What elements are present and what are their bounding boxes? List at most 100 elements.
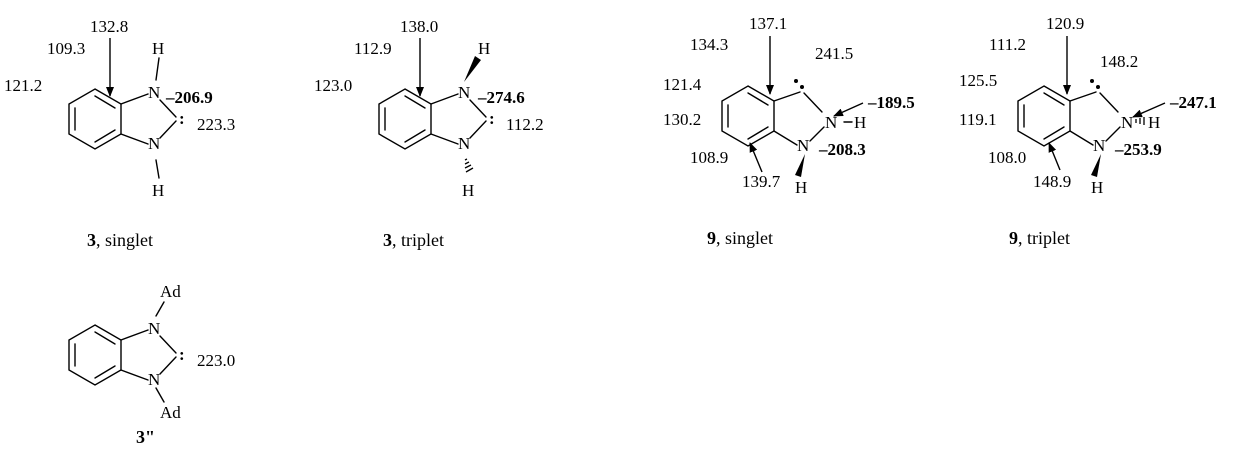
shift-arrow-n2 — [833, 102, 864, 117]
shift-c-top: 132.8 — [90, 17, 128, 36]
molecule-3-triplet: N N H H : 138.0 112.9 123.0 –274.6 112.2… — [314, 17, 544, 250]
shift-n: –274.6 — [477, 88, 525, 107]
carbene-dot — [1096, 85, 1100, 89]
shift-c-top: 120.9 — [1046, 14, 1084, 33]
shift-c-bottom: 108.0 — [988, 148, 1026, 167]
caption-9-singlet: 9, singlet — [707, 228, 773, 248]
n1-c2-bond — [159, 99, 177, 118]
shift-c-fused: 139.7 — [742, 172, 781, 191]
n1-ad-bond — [155, 301, 165, 317]
shift-carbene: 223.0 — [197, 351, 235, 370]
shift-carbene: 223.3 — [197, 115, 235, 134]
molecule-3-singlet: N N H H : 132.8 109.3 121.2 –206.9 223.3… — [4, 17, 235, 250]
atom-h3: H — [462, 181, 474, 200]
c2-n3-bond — [469, 120, 487, 139]
molecule-9-singlet: N H N H 137.1 134.3 241.5 121.4 –189.5 1… — [663, 14, 915, 248]
benzene-ring — [68, 88, 122, 150]
n3-c-bond — [430, 133, 459, 145]
n1-h-wedge-bond — [1091, 154, 1101, 177]
shift-c-lower: 130.2 — [663, 110, 701, 129]
shift-carbene: 148.2 — [1100, 52, 1138, 71]
c-n1-bond — [120, 93, 149, 105]
benzene-ring — [378, 88, 432, 150]
c2-n3-bond — [159, 120, 177, 139]
shift-carbene: 112.2 — [506, 115, 544, 134]
shift-carbene: 241.5 — [815, 44, 853, 63]
c-c3-bond — [773, 91, 801, 102]
adamantyl-top: Ad — [160, 282, 181, 301]
n1-c-bond — [773, 130, 798, 146]
molecule-3-double-prime: N N Ad Ad : 223.0 3" — [68, 282, 235, 447]
atom-h1: H — [1091, 178, 1103, 197]
caption-9-triplet: 9, triplet — [1009, 228, 1070, 248]
shift-c-upper: 112.9 — [354, 39, 392, 58]
shift-n: –206.9 — [165, 88, 213, 107]
n2-h-hashed-bond — [1135, 117, 1145, 125]
c-n1-bond — [120, 329, 149, 341]
n1-h-bond — [155, 57, 160, 81]
molecule-9-triplet: N H N H 120.9 111.2 148.2 125.5 –247.1 1… — [959, 14, 1217, 248]
c-n1-bond — [430, 93, 459, 105]
carbene-lone-pair: : — [179, 345, 185, 364]
shift-n2: –247.1 — [1169, 93, 1217, 112]
n2-n1-bond — [1105, 126, 1121, 142]
n1-h-wedge-bond — [464, 56, 481, 82]
shift-c-left: 121.2 — [4, 76, 42, 95]
shift-c-upper: 109.3 — [47, 39, 85, 58]
carbene-lone-pair: : — [179, 109, 185, 128]
atom-h2: H — [1148, 113, 1160, 132]
atom-n1: N — [148, 319, 160, 338]
atom-n1: N — [1093, 136, 1105, 155]
shift-c-top: 137.1 — [749, 14, 787, 33]
atom-n3: N — [458, 134, 470, 153]
shift-c-upper: 111.2 — [989, 35, 1026, 54]
n1-c2-bond — [159, 335, 177, 354]
c-c3-bond — [1069, 91, 1097, 102]
n3-c-bond — [120, 369, 149, 381]
atom-n3: N — [148, 134, 160, 153]
atom-n2: N — [825, 113, 837, 132]
shift-arrow-c7a — [749, 142, 763, 173]
caption-3-singlet: 3, singlet — [87, 230, 153, 250]
shift-n1: –253.9 — [1114, 140, 1162, 159]
carbene-dot — [1090, 79, 1094, 83]
shift-c-top: 138.0 — [400, 17, 438, 36]
c3-n2-bond — [1099, 92, 1119, 113]
shift-arrow-c7a — [1048, 142, 1061, 171]
shift-c-left: 125.5 — [959, 71, 997, 90]
caption-3-triplet: 3, triplet — [383, 230, 444, 250]
n3-h-bond — [155, 159, 160, 179]
atom-h1: H — [795, 178, 807, 197]
benzene-ring — [721, 85, 775, 147]
atom-n1: N — [797, 136, 809, 155]
shift-c-left: 123.0 — [314, 76, 352, 95]
shift-n2: –189.5 — [867, 93, 915, 112]
carbene-dot — [794, 79, 798, 83]
n2-n1-bond — [809, 126, 825, 142]
atom-h1: H — [152, 39, 164, 58]
n3-ad-bond — [155, 387, 165, 403]
shift-c-upper: 134.3 — [690, 35, 728, 54]
shift-c-lower: 119.1 — [959, 110, 997, 129]
shift-c-fused: 148.9 — [1033, 172, 1071, 191]
n3-h-hashed-bond — [464, 158, 474, 173]
n3-c-bond — [120, 133, 149, 145]
n1-h-wedge-bond — [795, 154, 805, 177]
n1-c-bond — [1069, 130, 1094, 146]
atom-n1: N — [458, 83, 470, 102]
shift-arrow-n2 — [1132, 102, 1166, 118]
caption-3-double-prime: 3" — [136, 427, 155, 447]
benzene-ring — [1017, 85, 1071, 147]
carbene-dot — [800, 85, 804, 89]
atom-h2: H — [854, 113, 866, 132]
shift-c-bottom: 108.9 — [690, 148, 728, 167]
atom-h1: H — [478, 39, 490, 58]
c2-n3-bond — [159, 356, 177, 375]
atom-n3: N — [148, 370, 160, 389]
shift-n1: –208.3 — [818, 140, 866, 159]
benzene-ring — [68, 324, 122, 386]
n1-c2-bond — [469, 99, 487, 118]
atom-n2: N — [1121, 113, 1133, 132]
